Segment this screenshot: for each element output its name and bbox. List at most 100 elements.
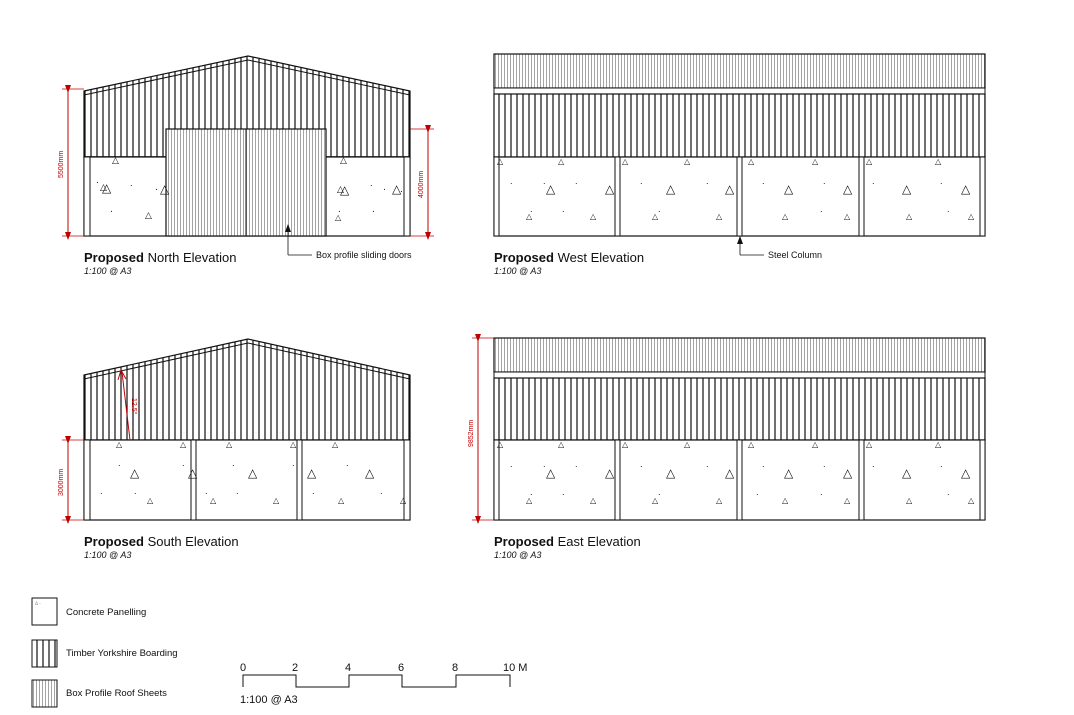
- column-annotation: Steel Column: [768, 250, 822, 260]
- svg-text:△: △: [812, 157, 819, 166]
- south-title: Proposed South Elevation: [84, 534, 239, 549]
- svg-text:△: △: [784, 466, 794, 480]
- svg-text:△: △: [590, 496, 597, 505]
- svg-text:.: .: [383, 183, 386, 193]
- north-title: Proposed North Elevation: [84, 250, 236, 265]
- svg-text:△: △: [112, 156, 119, 166]
- svg-text:.: .: [118, 459, 121, 468]
- west-scale: 1:100 @ A3: [494, 266, 541, 276]
- west-title: Proposed West Elevation: [494, 250, 644, 265]
- east-elevation: △△△△ △△△△ △△△△ △△△△ △△△△ △△△△ .... .... …: [468, 334, 986, 560]
- door-annotation: Box profile sliding doors: [316, 250, 412, 260]
- svg-text:△: △: [906, 496, 913, 505]
- svg-text:.: .: [756, 488, 759, 497]
- svg-text:△: △: [784, 182, 794, 196]
- svg-text:△: △: [812, 440, 819, 449]
- svg-text:△: △: [843, 182, 853, 196]
- svg-text:.: .: [130, 179, 133, 188]
- svg-text:.: .: [100, 487, 103, 496]
- south-elevation: △△△ △△ △△△△ △△△△ △△ .... .... ... 3000mm…: [58, 338, 411, 560]
- svg-text:△: △: [160, 182, 170, 196]
- scale-bar: 0 2 4 6 8 10 M 1:100 @ A3: [240, 662, 527, 706]
- svg-text:△: △: [961, 466, 971, 480]
- svg-text:△: △: [935, 157, 942, 166]
- svg-text:.: .: [640, 460, 643, 469]
- svg-text:△: △: [666, 182, 676, 196]
- svg-text:△: △: [844, 212, 851, 221]
- svg-text:△: △: [290, 440, 297, 449]
- svg-text:.: .: [380, 487, 383, 496]
- svg-text:△: △: [145, 211, 152, 221]
- svg-text:△: △: [590, 212, 597, 221]
- svg-text:.: .: [823, 460, 826, 469]
- svg-text:△: △: [961, 182, 971, 196]
- svg-text:△: △: [116, 440, 123, 449]
- svg-text:△: △: [497, 440, 504, 449]
- svg-text:△: △: [725, 466, 735, 480]
- svg-text:.: .: [205, 487, 208, 496]
- svg-text:△: △: [902, 182, 912, 196]
- svg-text:.: .: [182, 459, 185, 468]
- timber-swatch-icon: [31, 639, 58, 668]
- south-pitch-dim: 12.5°: [130, 398, 138, 415]
- svg-text:.: .: [575, 460, 578, 469]
- east-title: Proposed East Elevation: [494, 534, 641, 549]
- svg-text:△: △: [558, 157, 565, 166]
- svg-text:△: △: [188, 466, 198, 480]
- svg-text:.: .: [134, 487, 137, 496]
- svg-text:.: .: [510, 460, 513, 469]
- svg-text:△: △: [652, 496, 659, 505]
- svg-text:.: .: [530, 205, 533, 214]
- svg-text:△: △: [338, 496, 345, 505]
- svg-text:△: △: [340, 156, 347, 166]
- svg-text:△: △: [546, 182, 556, 196]
- south-scale: 1:100 @ A3: [84, 550, 131, 560]
- svg-text:.: .: [872, 460, 875, 469]
- svg-text:△: △: [782, 496, 789, 505]
- scale-bar-caption: 1:100 @ A3: [240, 694, 298, 706]
- svg-text:.: .: [338, 205, 341, 215]
- north-height-dim: 5500mm: [58, 151, 65, 178]
- svg-text:△: △: [866, 157, 873, 166]
- svg-text:△: △: [100, 183, 107, 193]
- svg-text:.: .: [346, 459, 349, 468]
- svg-text:.: .: [370, 179, 373, 188]
- svg-text:.: .: [575, 177, 578, 186]
- concrete-swatch-icon: △ .: [31, 597, 58, 626]
- svg-text:.: .: [530, 488, 533, 497]
- svg-text:.: .: [232, 459, 235, 468]
- svg-text:△: △: [210, 496, 217, 505]
- svg-text:△: △: [497, 157, 504, 166]
- svg-text:△: △: [605, 182, 615, 196]
- svg-text:.: .: [400, 185, 403, 195]
- scale-tick-2: 2: [292, 662, 298, 674]
- svg-text:.: .: [706, 177, 709, 186]
- svg-text:△: △: [558, 440, 565, 449]
- scale-tick-10: 10 M: [503, 662, 527, 674]
- east-height-dim: 9852mm: [468, 420, 475, 447]
- svg-text:.: .: [820, 488, 823, 497]
- svg-text:.: .: [658, 205, 661, 214]
- svg-text:.: .: [872, 177, 875, 186]
- south-height-dim: 3000mm: [58, 469, 65, 496]
- svg-text:.: .: [640, 177, 643, 186]
- svg-text:△: △: [725, 182, 735, 196]
- svg-text:△: △: [844, 496, 851, 505]
- svg-text:△: △: [935, 440, 942, 449]
- svg-text:△: △: [684, 157, 691, 166]
- scale-tick-0: 0: [240, 662, 246, 674]
- svg-text:△: △: [968, 212, 975, 221]
- svg-text:△: △: [605, 466, 615, 480]
- west-elevation: △△△△ △△△△ △△△△ △△△△ △△△△ △△△△ .... .... …: [493, 53, 986, 276]
- north-door-dim: 4000mm: [418, 171, 425, 198]
- svg-text:.: .: [510, 177, 513, 186]
- svg-text:△ .: △ .: [35, 600, 41, 605]
- east-scale: 1:100 @ A3: [494, 550, 541, 560]
- svg-text:△: △: [666, 466, 676, 480]
- svg-text:△: △: [392, 182, 402, 196]
- svg-text:△: △: [130, 466, 140, 480]
- svg-text:△: △: [365, 466, 375, 480]
- svg-text:.: .: [155, 183, 158, 193]
- svg-text:.: .: [562, 205, 565, 214]
